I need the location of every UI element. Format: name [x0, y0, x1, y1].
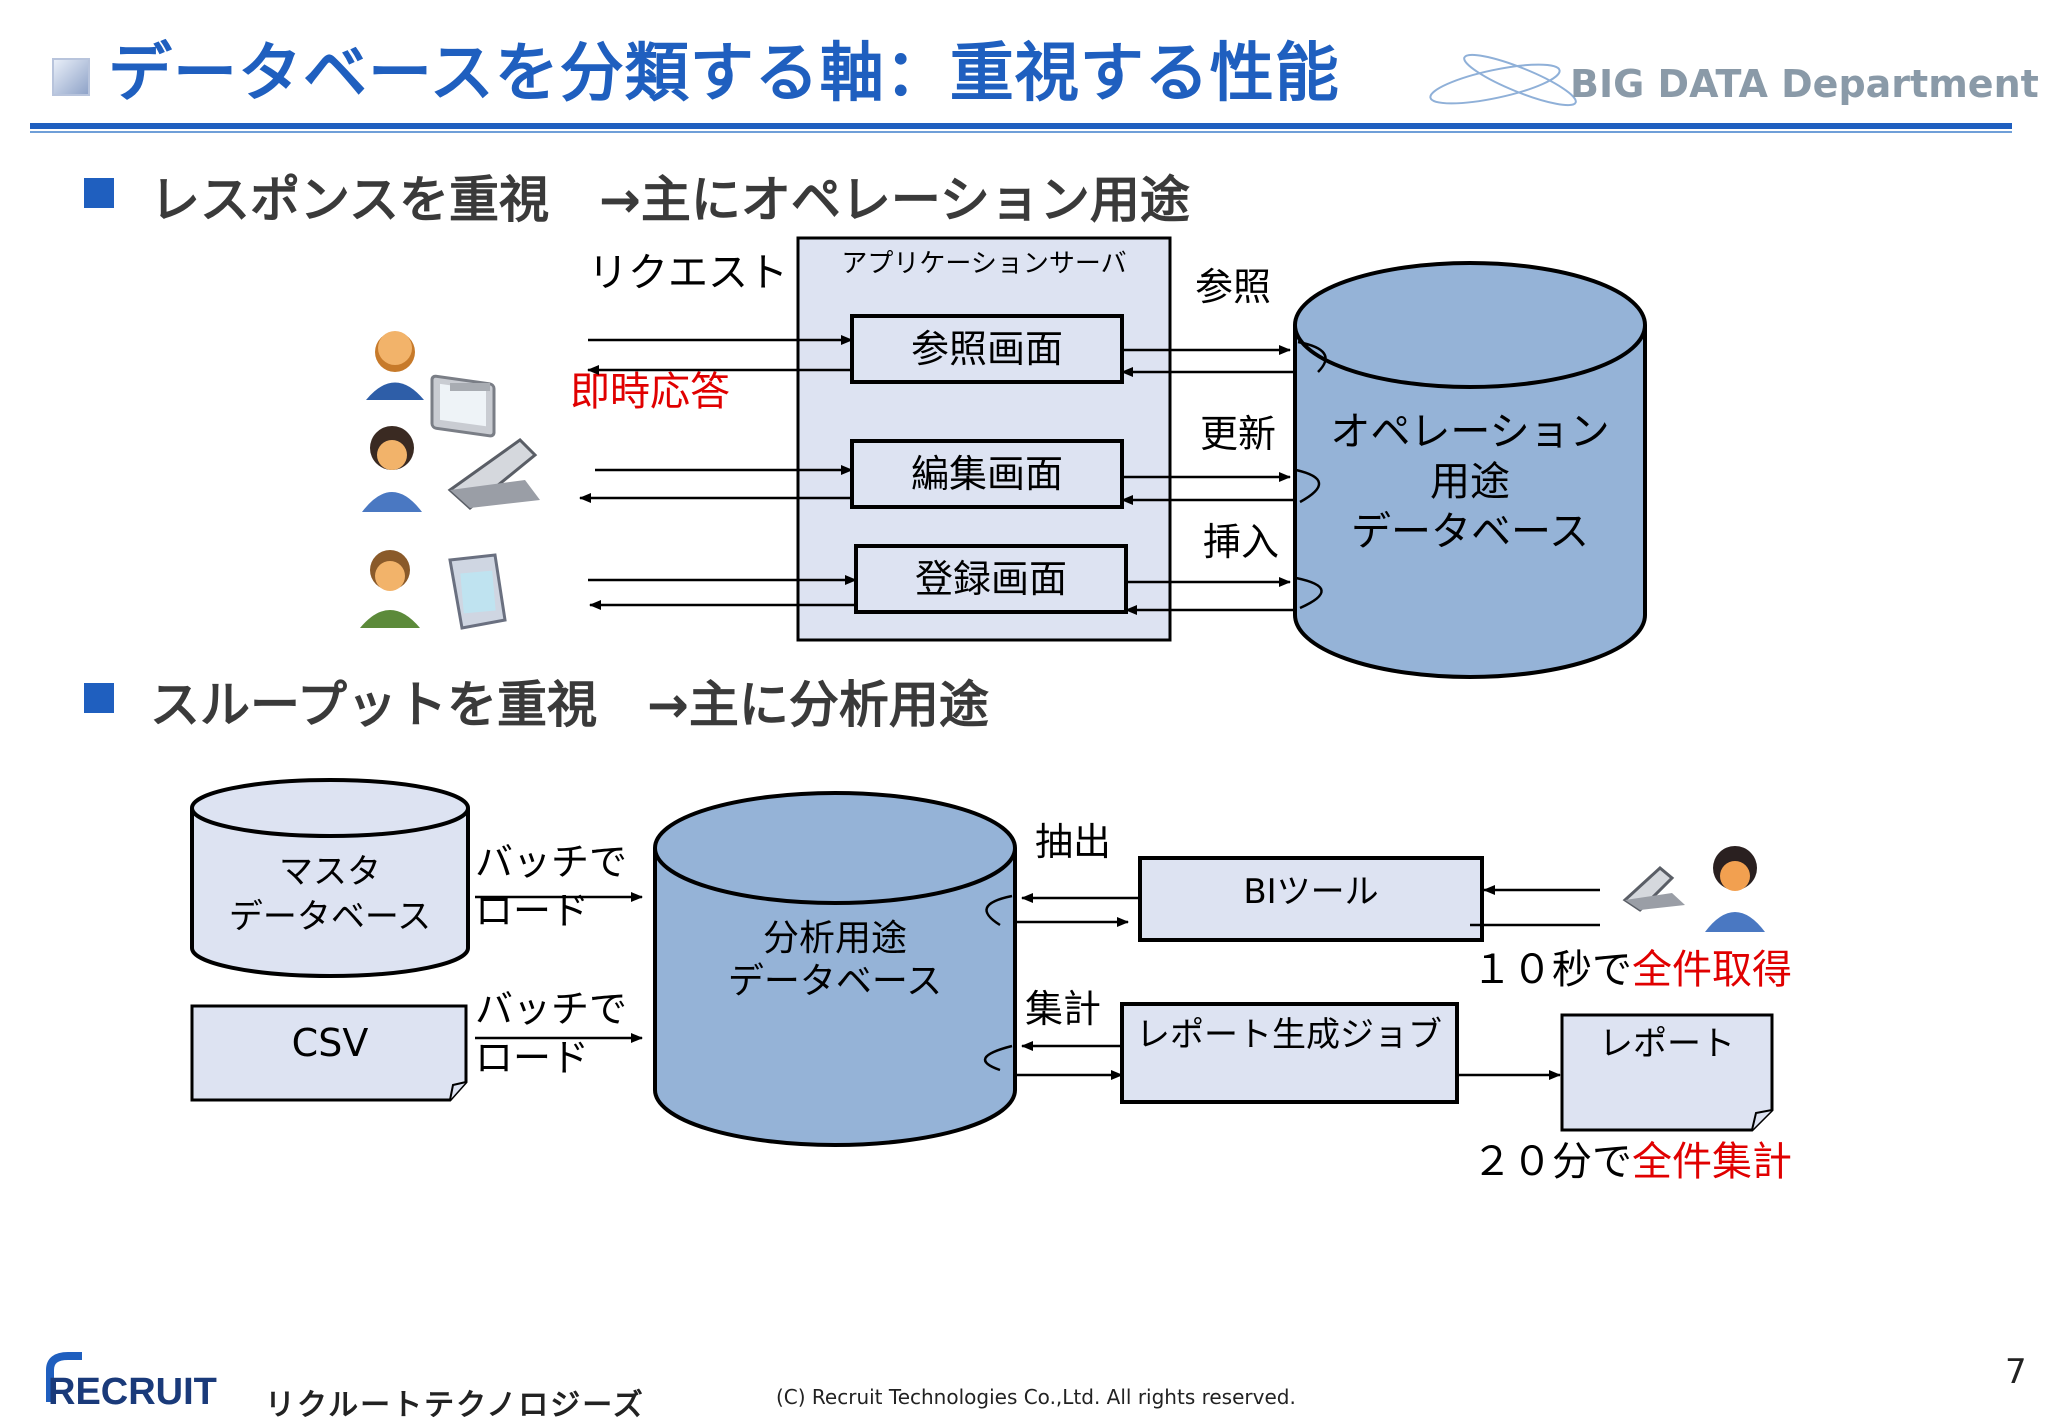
aggregate-label: 集計	[1025, 987, 1101, 1031]
bullet-1-icon	[84, 178, 114, 208]
person-laptop-icon	[362, 426, 540, 512]
person-tablet-icon	[360, 550, 507, 630]
master-database	[190, 778, 470, 978]
analysis-db-curve-1	[985, 894, 1013, 927]
batch-load-2-line-1: バッチで	[475, 987, 627, 1031]
analysis-db-curve-2	[983, 1044, 1013, 1072]
bi-timing-emphasis: 全件取得	[1632, 947, 1792, 993]
screen-box-register	[854, 544, 1128, 614]
batch-load-1-line-2: ロード	[475, 889, 589, 933]
master-db-line-1: マスタ	[279, 852, 381, 892]
bi-tool-label: BIツール	[1243, 872, 1378, 912]
analysis-db-line-2: データベース	[728, 961, 942, 1002]
operational-db-line-2: 用途	[1430, 459, 1510, 505]
response-label: 即時応答	[570, 369, 730, 415]
recruit-logo: RECRUIT	[46, 1352, 217, 1410]
batch-load-2-line-2: ロード	[475, 1036, 589, 1080]
title-square-icon	[52, 58, 90, 96]
analysis-database	[653, 791, 1017, 1147]
csv-label: CSV	[292, 1021, 369, 1065]
footer-company: リクルートテクノロジーズ	[265, 1388, 645, 1423]
header-rule-thin	[30, 131, 2012, 133]
master-db-line-2: データベース	[229, 897, 431, 937]
bullet-2-icon	[84, 683, 114, 713]
operational-db-line-1: オペレーション	[1330, 409, 1609, 455]
report-timing-prefix: ２０分で	[1472, 1139, 1632, 1185]
laptop-person-icon	[1622, 846, 1765, 932]
bi-timing-prefix: １０秒で	[1472, 947, 1632, 993]
department-logo-icon	[1429, 53, 1577, 107]
bi-tool-box	[1138, 856, 1484, 942]
operation-label-insert: 挿入	[1203, 520, 1279, 564]
operation-label-update: 更新	[1200, 412, 1276, 456]
person-monitor-icon	[366, 331, 496, 438]
batch-load-1-line-1: バッチで	[475, 840, 627, 884]
page-number: 7	[2005, 1352, 2027, 1392]
db-return-curve-2	[1295, 468, 1321, 504]
bi-timing: １０秒で全件取得	[1472, 947, 1792, 993]
operational-db-line-3: データベース	[1351, 509, 1589, 555]
department-label: BIG DATA Department	[1570, 62, 2039, 106]
report-job-label: レポート生成ジョブ	[1136, 1015, 1442, 1055]
footer-copyright: (C) Recruit Technologies Co.,Ltd. All ri…	[776, 1385, 1296, 1409]
section-1-heading: レスポンスを重視 →主にオペレーション用途	[150, 171, 1190, 229]
screen-box-reference	[850, 314, 1124, 384]
request-label: リクエスト	[588, 250, 788, 296]
operational-database	[1293, 261, 1647, 679]
analysis-db-line-1: 分析用途	[763, 918, 907, 959]
recruit-logo-text: RECRUIT	[48, 1371, 217, 1410]
header-rule	[30, 123, 2012, 129]
screen-label-reference: 参照画面	[911, 327, 1063, 371]
operation-label-reference: 参照	[1195, 265, 1271, 309]
section-2-heading: スループットを重視 →主に分析用途	[150, 676, 989, 734]
screen-label-register: 登録画面	[915, 557, 1067, 601]
report-label: レポート	[1599, 1024, 1735, 1064]
db-return-curve-3	[1295, 576, 1323, 610]
report-timing-emphasis: 全件集計	[1632, 1139, 1792, 1185]
slide-title: データベースを分類する軸：重視する性能	[108, 37, 1340, 111]
report-timing: ２０分で全件集計	[1472, 1139, 1792, 1185]
report-job-box	[1120, 1002, 1459, 1104]
extract-label: 抽出	[1035, 820, 1111, 864]
screen-box-edit	[850, 439, 1124, 509]
db-return-curve-1	[1297, 340, 1327, 373]
app-server-label: アプリケーションサーバ	[841, 249, 1126, 279]
screen-label-edit: 編集画面	[911, 452, 1063, 496]
